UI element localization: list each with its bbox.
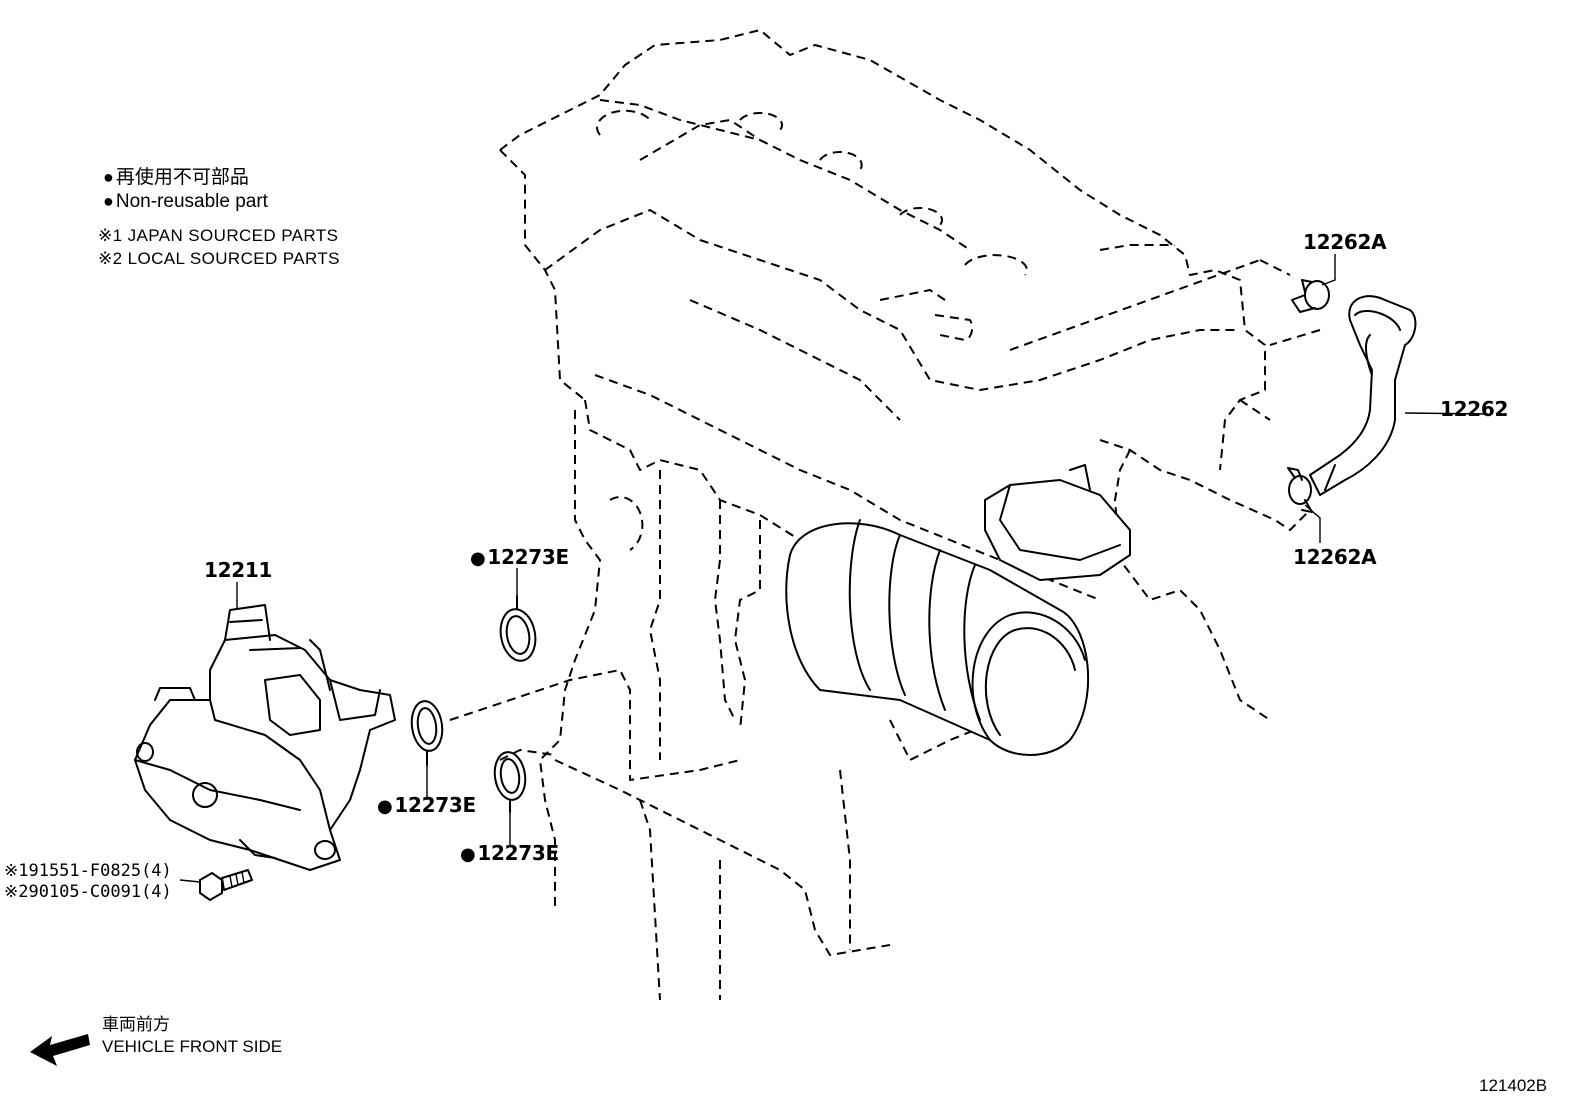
part-12211-drawing (134, 604, 396, 871)
engine-outline (449, 29, 1321, 1001)
callout-12262A-bottom: 12262A (1293, 545, 1377, 569)
callout-12273E-lower: 12273E (460, 843, 559, 864)
leader-lines (179, 254, 1489, 883)
callout-12211: 12211 (204, 558, 273, 582)
intake-throttle-body (785, 464, 1131, 756)
vehicle-front-jp: 車両前方 (102, 1015, 170, 1034)
callout-12273E-upper: 12273E (470, 547, 569, 568)
bolt-drawing (199, 869, 253, 901)
callout-12262: 12262 (1440, 397, 1509, 421)
callout-bolt-local: ※290105-C0091(4) (4, 882, 172, 902)
legend-note-japan: ※1 JAPAN SOURCED PARTS (98, 226, 339, 245)
callout-12262A-top: 12262A (1303, 230, 1387, 254)
legend-non-reusable-en: Non-reusable part (103, 192, 268, 211)
diagram-id: 121402B (1479, 1076, 1548, 1095)
legend-note-local: ※2 LOCAL SOURCED PARTS (98, 249, 340, 268)
arrow-left-icon (30, 1034, 90, 1066)
gasket-drawings (410, 595, 537, 813)
callout-12273E-middle: 12273E (377, 795, 476, 816)
vehicle-front-en: VEHICLE FRONT SIDE (102, 1037, 283, 1056)
callout-bolt-japan: ※191551-F0825(4) (4, 861, 172, 881)
legend-non-reusable-jp: 再使用不可部品 (103, 168, 249, 187)
hose-12262-drawing (1287, 279, 1417, 513)
